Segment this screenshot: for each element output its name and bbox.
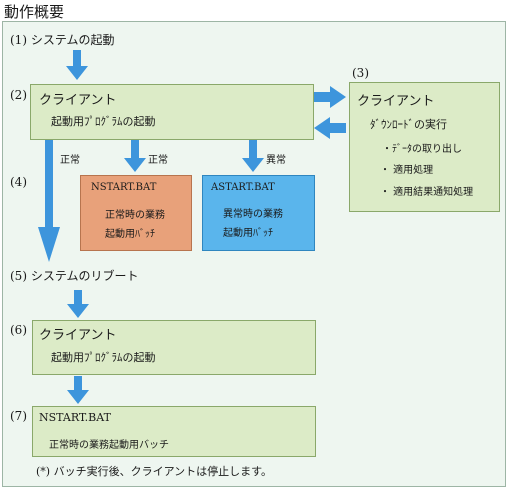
footnote: (*) バッチ実行後、クライアントは停止します。 bbox=[36, 465, 273, 478]
astart-filename: ASTART.BAT bbox=[211, 182, 275, 193]
step-5-label: (5) システムのリブート bbox=[10, 269, 139, 283]
client-startup-box: クライアント 起動用ﾌﾟﾛｸﾞﾗﾑの起動 bbox=[30, 84, 314, 140]
label-normal-mid: 正常 bbox=[148, 155, 168, 166]
nstart-final-desc: 正常時の業務起動用バッチ bbox=[49, 440, 169, 451]
arrow-client-to-nstart bbox=[67, 376, 89, 404]
client-title: クライアント bbox=[39, 328, 117, 343]
arrow-download-to-client bbox=[314, 117, 346, 139]
download-text: ﾀﾞｳﾝﾛｰﾄﾞの実行 bbox=[370, 118, 447, 131]
nstart-desc-1: 正常時の業務 bbox=[105, 210, 165, 221]
client-title: クライアント bbox=[357, 94, 435, 109]
download-bullet-notify: ・ 適用結果通知処理 bbox=[380, 187, 474, 198]
step-3-label: (3) bbox=[352, 66, 369, 80]
step-1-label: (1) システムの起動 bbox=[10, 33, 115, 47]
client-startup-text: 起動用ﾌﾟﾛｸﾞﾗﾑの起動 bbox=[51, 115, 156, 128]
label-abnormal: 異常 bbox=[266, 155, 286, 166]
client-restart-box: クライアント 起動用ﾌﾟﾛｸﾞﾗﾑの起動 bbox=[32, 320, 316, 375]
arrow-to-nstart bbox=[124, 140, 146, 172]
client-download-box: クライアント ﾀﾞｳﾝﾛｰﾄﾞの実行 ・ﾃﾞｰﾀの取り出し ・ 適用処理 ・ 適… bbox=[349, 82, 500, 212]
arrow-to-astart bbox=[242, 140, 264, 172]
astart-desc-1: 異常時の業務 bbox=[223, 209, 283, 220]
astart-bat-box: ASTART.BAT 異常時の業務 起動用ﾊﾞｯﾁ bbox=[202, 175, 315, 251]
client-title: クライアント bbox=[39, 93, 117, 108]
step-4-label: (4) bbox=[10, 175, 27, 189]
step-7-label: (7) bbox=[10, 409, 27, 423]
arrow-step1-to-client bbox=[66, 50, 88, 80]
arrow-client-to-download bbox=[314, 86, 346, 108]
step-2-label: (2) bbox=[10, 88, 27, 102]
client-restart-text: 起動用ﾌﾟﾛｸﾞﾗﾑの起動 bbox=[51, 351, 156, 364]
nstart-bat-box: NSTART.BAT 正常時の業務 起動用ﾊﾞｯﾁ bbox=[80, 175, 192, 251]
astart-desc-2: 起動用ﾊﾞｯﾁ bbox=[223, 228, 273, 239]
arrow-reboot-to-client bbox=[67, 290, 89, 318]
label-normal-left: 正常 bbox=[60, 155, 80, 166]
nstart-desc-2: 起動用ﾊﾞｯﾁ bbox=[105, 229, 155, 240]
nstart-filename: NSTART.BAT bbox=[91, 182, 157, 193]
download-bullet-apply: ・ 適用処理 bbox=[380, 165, 434, 176]
nstart-final-box: NSTART.BAT 正常時の業務起動用バッチ bbox=[32, 406, 316, 457]
step-6-label: (6) bbox=[10, 323, 27, 337]
page-title: 動作概要 bbox=[4, 3, 65, 21]
nstart-final-filename: NSTART.BAT bbox=[39, 411, 111, 424]
download-bullet-data: ・ﾃﾞｰﾀの取り出し bbox=[382, 144, 462, 155]
arrow-normal-to-reboot bbox=[38, 140, 60, 262]
